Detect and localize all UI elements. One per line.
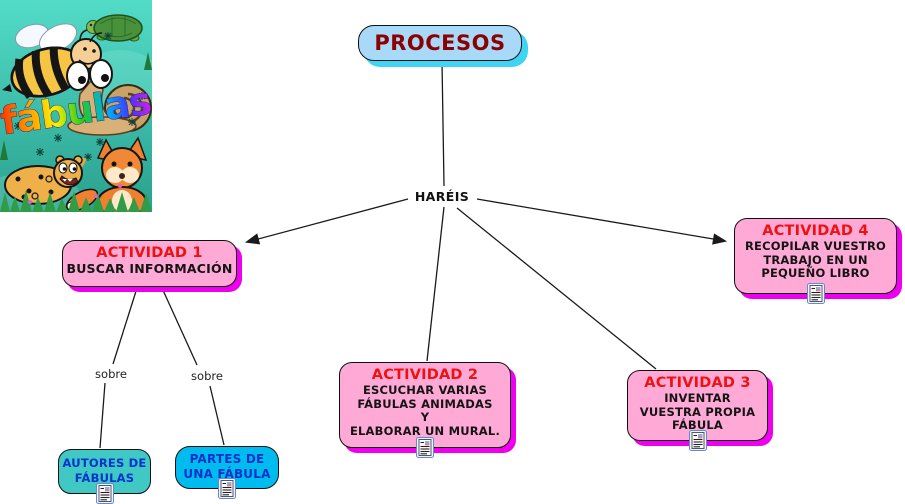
linking-phrase-hareis: HARÉIS (414, 189, 470, 204)
connector-procesos-hareis (441, 60, 445, 187)
actividad-2-line: ELABORAR UN MURAL. (349, 423, 501, 438)
resource-icon[interactable] (218, 478, 236, 499)
connector-actividad1-sobre-left (112, 287, 138, 365)
node-procesos[interactable]: PROCESOS (358, 25, 522, 61)
connector-hareis-actividad4 (476, 198, 728, 245)
actividad-1-title: ACTIVIDAD 1 (96, 245, 203, 261)
actividad-4-line: PEQUEÑO LIBRO (761, 266, 870, 280)
linking-label-sobre-right: sobre (184, 369, 230, 383)
node-actividad-4[interactable]: ACTIVIDAD 4 RECOPILAR VUESTRO TRABAJO EN… (734, 218, 897, 304)
resource-icon[interactable] (688, 430, 707, 451)
actividad-3-title: ACTIVIDAD 3 (644, 375, 751, 391)
actividad-3-line: INVENTAR (664, 391, 731, 405)
actividad-2-line: ESCUCHAR VARIAS (362, 383, 488, 397)
fabulas-image: fábulas (0, 0, 152, 212)
linking-label-sobre-left: sobre (88, 367, 134, 381)
actividad-4-line: TRABAJO EN UN (763, 252, 868, 267)
actividad-2-title: ACTIVIDAD 2 (371, 367, 479, 383)
node-autores-de-fabulas[interactable]: AUTORES DE FÁBULAS (58, 449, 151, 504)
connector-hareis-actividad1 (244, 198, 409, 245)
resource-icon[interactable] (806, 283, 825, 304)
snail-illustration (66, 59, 152, 136)
resource-icon[interactable] (416, 437, 434, 458)
connector-hareis-actividad2 (426, 206, 445, 362)
actividad-3-line: FÁBULA (672, 418, 723, 432)
autores-line: AUTORES DE (62, 456, 147, 470)
partes-line: UNA FÁBULA (183, 466, 271, 481)
actividad-4-title: ACTIVIDAD 4 (762, 223, 869, 239)
actividad-2-line: FÁBULAS ANIMADAS (357, 396, 493, 411)
actividad-3-line: VUESTRA PROPIA (639, 404, 756, 419)
node-actividad-2[interactable]: ACTIVIDAD 2 ESCUCHAR VARIAS FÁBULAS ANIM… (339, 362, 511, 458)
connector-hareis-actividad3 (456, 207, 657, 370)
actividad-4-line: RECOPILAR VUESTRO (745, 239, 886, 253)
actividad-1-line: BUSCAR INFORMACIÓN (66, 261, 233, 276)
connector-sobre-right-partes (209, 385, 225, 446)
node-actividad-1[interactable]: ACTIVIDAD 1 BUSCAR INFORMACIÓN (62, 240, 237, 287)
actividad-2-line: Y (420, 410, 430, 424)
node-actividad-3[interactable]: ACTIVIDAD 3 INVENTAR VUESTRA PROPIA FÁBU… (627, 370, 768, 451)
connector-sobre-left-autores (99, 382, 106, 449)
node-partes-de-una-fabula[interactable]: PARTES DE UNA FÁBULA (175, 446, 279, 499)
procesos-label: PROCESOS (374, 31, 506, 55)
leopard-illustration (4, 155, 87, 205)
resource-icon[interactable] (95, 483, 114, 504)
autores-line: FÁBULAS (74, 470, 135, 485)
connector-actividad1-sobre-right (161, 287, 198, 366)
partes-line: PARTES DE (189, 452, 265, 466)
grass-decoration (0, 52, 152, 212)
